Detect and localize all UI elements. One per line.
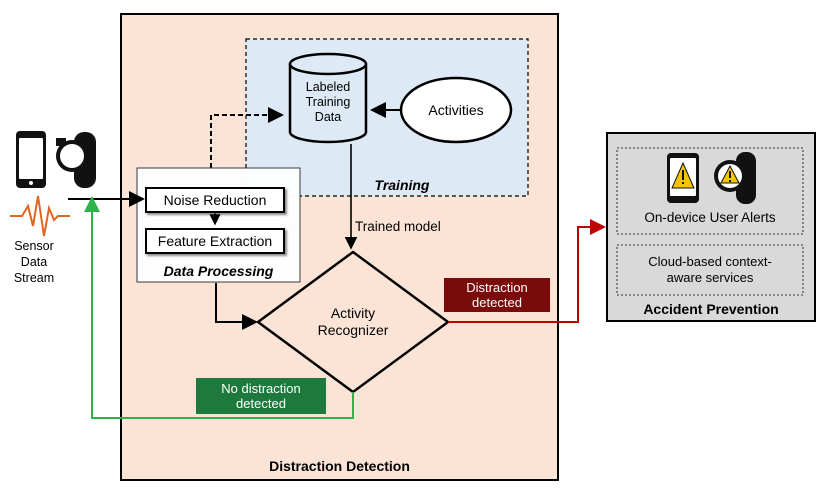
distraction-detection-title: Distraction Detection bbox=[269, 458, 410, 474]
noise-reduction-step: Noise Reduction bbox=[145, 187, 285, 213]
distraction-arrow bbox=[448, 219, 606, 323]
warning-phone-icon bbox=[667, 153, 699, 203]
trained-model-label: Trained model bbox=[355, 219, 441, 234]
data-processing-title: Data Processing bbox=[163, 263, 274, 279]
cloud-services-box bbox=[616, 244, 804, 296]
training-title: Training bbox=[374, 177, 430, 193]
smartwatch-icon bbox=[56, 132, 96, 188]
database-label: Labeled Training Data bbox=[305, 80, 351, 124]
on-device-alerts-label: On-device User Alerts bbox=[644, 210, 776, 225]
warning-watch-icon bbox=[714, 152, 756, 204]
sensor-stream-label: Sensor Data Stream bbox=[13, 239, 55, 285]
on-device-alerts-box bbox=[616, 147, 804, 235]
no-distraction-feedback-arrow bbox=[84, 196, 354, 419]
no-distraction-badge: No distraction detected bbox=[196, 378, 326, 414]
activity-recognizer-label: Activity Recognizer bbox=[317, 305, 389, 338]
signal-wave-icon bbox=[10, 195, 70, 237]
training-data-arrow bbox=[210, 107, 284, 168]
cloud-services-label: Cloud-based context- aware services bbox=[648, 254, 772, 285]
database-icon bbox=[288, 52, 368, 144]
distraction-detected-badge: Distraction detected bbox=[444, 278, 550, 312]
feature-extraction-step: Feature Extraction bbox=[145, 228, 285, 254]
accident-prevention-title: Accident Prevention bbox=[643, 301, 779, 317]
smartphone-icon bbox=[16, 131, 46, 188]
activities-label: Activities bbox=[428, 102, 484, 118]
activities-node bbox=[399, 76, 513, 144]
